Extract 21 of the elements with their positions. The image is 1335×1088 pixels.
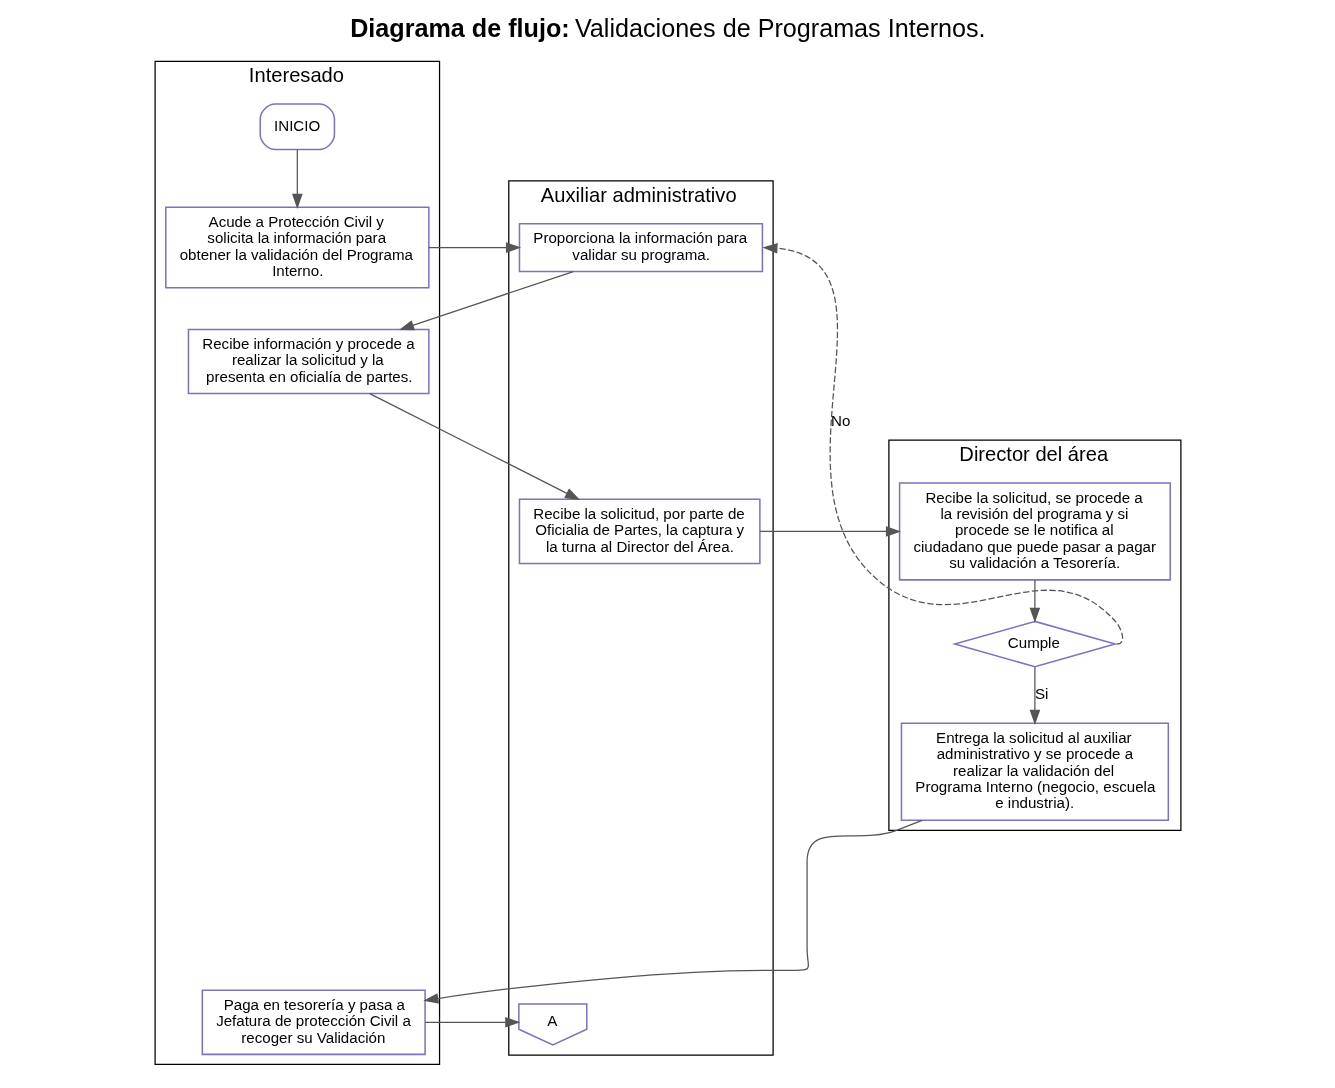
arrow: [1029, 579, 1040, 623]
node-box: Recibe la solicitud, por parte de Oficialia de Partes, la captura y la turna al Director del Área.: [518, 498, 761, 565]
arrow: [291, 149, 303, 209]
edge-label: Si: [1034, 684, 1048, 702]
node-box: Paga en tesorería y pasa a Jefatura de protección Civil a recoger su Validación: [201, 989, 426, 1056]
node-box: Entrega la solicitud al auxiliar administrativo y se procede a realizar la validación del Programa Interno (negocio, escuela e industria).: [900, 722, 1169, 822]
node-box: Recibe la solicitud, se procede a la revisión del programa y si procede se le notifica al ciudadano que puede pasar a pagar su validación a Tesorería.: [898, 482, 1171, 581]
edge-label: No: [830, 411, 850, 429]
node-box: Proporciona la información para validar su programa.: [518, 222, 763, 273]
node-diamond: Cumple: [951, 620, 1118, 668]
arrow: [424, 1017, 520, 1028]
arrow: [398, 270, 574, 331]
node-box: Recibe información y procede a realizar la solicitud y la presenta en oficialía de partes.: [187, 328, 430, 395]
node-box: Acude a Protección Civil y solicita la información para obtener la validación del Programa Interno.: [164, 206, 430, 289]
arrow: [1029, 666, 1040, 725]
arrow: [422, 819, 923, 1004]
node-box: INICIO: [258, 103, 335, 151]
arrow: [368, 393, 580, 500]
arrow: [758, 526, 901, 537]
arrow: [427, 242, 521, 253]
diagram-title: Diagrama de flujo: Validaciones de Programas Internos.: [349, 14, 986, 43]
